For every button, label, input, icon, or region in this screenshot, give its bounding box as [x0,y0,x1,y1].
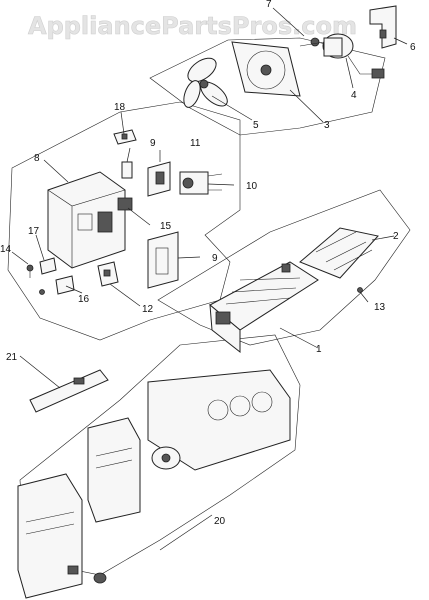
watermark-text: AppliancePartsPros.com [28,12,357,40]
leader-1 [279,327,319,349]
leader-17 [35,234,45,261]
screw-part-13 [357,287,363,293]
leader-12 [109,283,141,307]
leader-13 [359,291,369,303]
callout-9-top: 9 [150,138,156,149]
leader-9b [177,256,201,259]
ice-tray-part-2 [299,227,379,279]
leader-2 [371,235,395,241]
callout-9-bottom: 9 [212,253,218,264]
callout-18: 18 [114,102,126,113]
leader-15 [127,207,151,226]
callout-10: 10 [246,181,258,192]
callout-20: 20 [214,516,226,527]
fan-group-outline [149,37,386,136]
leader-14 [11,251,29,265]
cover-plate-part-9 [147,231,179,289]
bracket-part-17 [39,257,57,275]
bracket-part-15 [117,197,133,211]
leader-20 [159,514,213,551]
callout-14: 14 [0,244,12,255]
callout-15: 15 [160,221,172,232]
leader-9a [126,147,131,163]
leader-21 [19,355,61,389]
icemaker-assembly-part-1 [209,261,319,354]
fan-housing-part-3 [231,41,301,97]
callout-6: 6 [410,42,416,53]
callout-21: 21 [6,352,18,363]
leader-5 [211,95,253,121]
callout-5: 5 [253,120,259,131]
callout-7: 7 [266,0,272,10]
bin-door [17,473,83,599]
actuator-part-12 [97,261,119,287]
leader-10 [207,183,235,186]
callout-4: 4 [351,90,357,101]
motor-bracket-part-6 [369,5,397,49]
fan-blade-part-5 [183,57,228,108]
bin-group-outline [19,334,301,576]
small-clip-near-icemaker [281,263,291,273]
control-housing-part-8 [47,171,126,269]
leader-3 [289,89,324,123]
callout-2: 2 [393,231,399,242]
leader-16 [65,285,83,294]
leader-6 [393,37,408,45]
switch-part-18 [113,129,137,145]
leader-18 [120,111,125,135]
fan-motor-part-4 [322,33,385,79]
door-latch [93,572,107,584]
ice-bin-part-20 [147,369,291,471]
callout-8: 8 [34,153,40,164]
leader-4 [345,57,354,89]
leader-8 [43,159,69,183]
leader-7 [272,7,305,37]
clip-part-9-top [121,161,133,179]
callout-3: 3 [324,120,330,131]
cover-part-11 [147,161,171,197]
callout-12: 12 [142,304,154,315]
screw-part-14 [26,264,34,278]
auger-arm-part-21 [29,369,109,413]
bin-front-panel [87,417,141,523]
callout-16: 16 [78,294,90,305]
callout-1: 1 [316,344,322,355]
callout-13: 13 [374,302,386,313]
motor-shaft-part-7 [299,37,325,47]
lever-part-16 [39,275,75,295]
control-group-outline [7,101,241,341]
callout-11: 11 [190,138,201,149]
motor-part-10 [179,171,223,195]
callout-17: 17 [28,226,40,237]
